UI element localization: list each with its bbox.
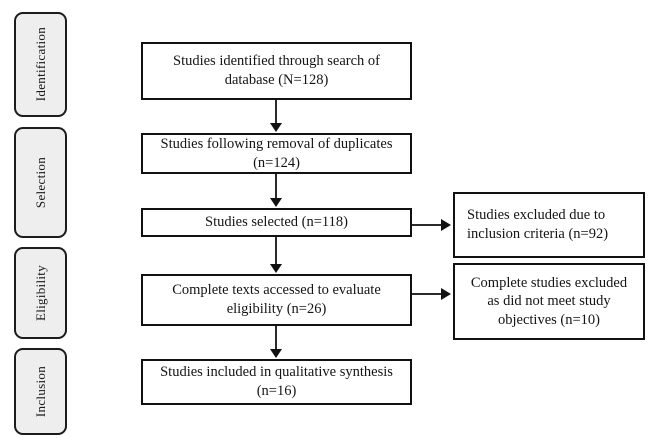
exclusion-box-study-objectives: Complete studies excluded as did not mee… [453,263,645,340]
flow-box-duplicates-removed-line2: (n=124) [253,154,300,171]
stage-label-identification: Identification [14,12,67,117]
flow-box-identified-line1: Studies identified through search of [173,53,380,70]
stage-label-eligibility: Eligibility [14,247,67,339]
flow-box-included-text: Studies included in qualitative synthesi… [160,363,393,400]
stage-label-identification-text: Identification [32,27,48,102]
connector-duplicates-to-selected [275,174,277,199]
flow-box-identified-line2: database (N=128) [224,72,329,88]
flow-box-included-line1: Studies included in qualitative synthesi… [160,364,393,381]
connector-selected-to-exclusion-criteria [412,224,442,226]
flow-box-duplicates-removed-line1: Studies following removal of duplicates [160,135,393,152]
flow-box-full-text-assessed-text: Complete texts accessed to evaluate elig… [172,281,381,318]
arrow-down-icon-selected-to-full-text [270,264,282,273]
flow-box-duplicates-removed-text: Studies following removal of duplicates … [161,135,393,172]
exclusion-box-inclusion-criteria-text: Studies excluded due to inclusion criter… [467,206,608,243]
arrow-right-icon-full-text-to-exclusion-objectives [441,288,451,300]
flow-box-selected: Studies selected (n=118) [141,208,412,237]
arrow-down-icon-full-text-to-included [270,349,282,358]
connector-selected-to-full-text [275,237,277,265]
flow-box-duplicates-removed: Studies following removal of duplicates … [141,133,412,174]
flow-box-full-text-assessed-line1: Complete texts accessed to evaluate [172,282,381,299]
stage-label-selection-text: Selection [32,156,48,209]
exclusion-box-study-objectives-line3: objectives (n=10) [498,311,600,328]
flow-box-identified-text: Studies identified through search of dat… [173,52,380,89]
exclusion-box-study-objectives-text: Complete studies excluded as did not mee… [471,274,627,330]
stage-label-eligibility-text: Eligibility [32,264,48,322]
exclusion-box-study-objectives-line2: as did not meet study [487,293,611,310]
flow-box-included-line2: (n=16) [256,383,297,399]
flow-box-included: Studies included in qualitative synthesi… [141,359,412,405]
connector-full-text-to-exclusion-objectives [412,293,442,295]
connector-identified-to-duplicates [275,100,277,124]
flow-box-selected-text: Studies selected (n=118) [205,213,348,232]
flow-box-selected-line1: Studies selected (n=118) [205,214,348,231]
stage-label-inclusion-text: Inclusion [32,365,48,418]
arrow-right-icon-selected-to-exclusion-criteria [441,219,451,231]
exclusion-box-inclusion-criteria-line1: Studies excluded due to [467,207,606,224]
flow-box-identified: Studies identified through search of dat… [141,42,412,100]
stage-label-selection: Selection [14,127,67,238]
flow-box-full-text-assessed-line2: eligibility (n=26) [226,301,327,317]
arrow-down-icon-duplicates-to-selected [270,198,282,207]
exclusion-box-inclusion-criteria: Studies excluded due to inclusion criter… [453,192,645,258]
exclusion-box-inclusion-criteria-line2: inclusion criteria (n=92) [467,226,609,242]
flow-box-full-text-assessed: Complete texts accessed to evaluate elig… [141,274,412,326]
stage-label-inclusion: Inclusion [14,348,67,435]
connector-full-text-to-included [275,326,277,350]
arrow-down-icon-identified-to-duplicates [270,123,282,132]
exclusion-box-study-objectives-line1: Complete studies excluded [470,274,628,291]
